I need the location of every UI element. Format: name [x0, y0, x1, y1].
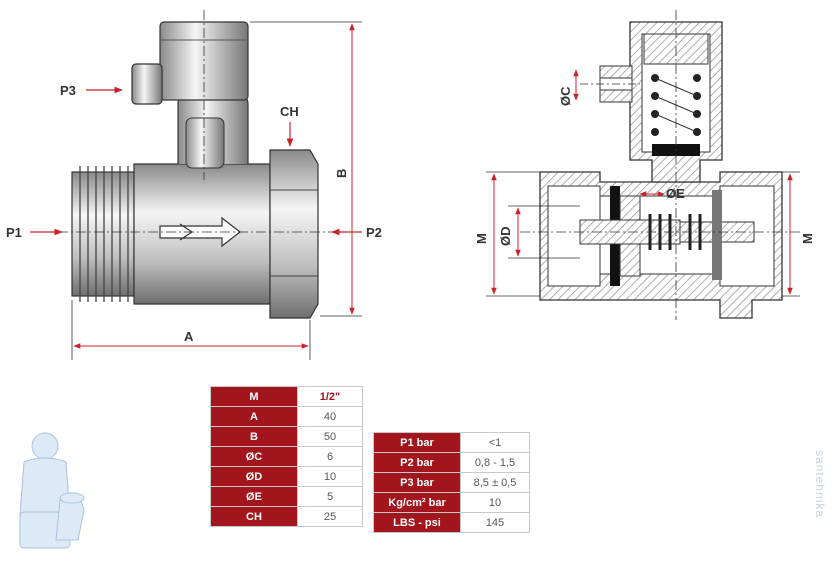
table-row: ØD 10 [210, 466, 363, 487]
external-view: P1 P2 P3 CH A B [6, 10, 382, 360]
table-row: P1 bar <1 [373, 432, 530, 453]
table-row: CH 25 [210, 506, 363, 527]
table-row: LBS - psi 145 [373, 512, 530, 533]
label-oc: ØC [558, 86, 573, 106]
row-value: <1 [460, 432, 530, 453]
table-header-label: M [210, 386, 298, 407]
row-value: 5 [297, 486, 363, 507]
row-value: 10 [297, 466, 363, 487]
row-value: 40 [297, 406, 363, 427]
row-value: 25 [297, 506, 363, 527]
table-row: Kg/cm² bar 10 [373, 492, 530, 513]
pressure-table: P1 bar <1 P2 bar 0,8 - 1,5 P3 bar 8,5 ± … [373, 432, 530, 533]
row-label: ØD [210, 466, 298, 487]
row-value: 145 [460, 512, 530, 533]
table-row: P3 bar 8,5 ± 0,5 [373, 472, 530, 493]
label-m-left: M [474, 233, 489, 244]
row-value: 6 [297, 446, 363, 467]
watermark-text: santehnika [813, 450, 827, 519]
row-label: B [210, 426, 298, 447]
row-label: P1 bar [373, 432, 461, 453]
label-p2: P2 [366, 225, 382, 240]
row-label: LBS - psi [373, 512, 461, 533]
section-view: M M ØD ØC ØE [474, 10, 815, 320]
row-label: P3 bar [373, 472, 461, 493]
row-label: P2 bar [373, 452, 461, 473]
row-label: ØC [210, 446, 298, 467]
label-ch: CH [280, 104, 299, 119]
table-row: ØE 5 [210, 486, 363, 507]
row-label: A [210, 406, 298, 427]
table-row: ØC 6 [210, 446, 363, 467]
table-row: M 1/2" [210, 386, 363, 407]
table-row: A 40 [210, 406, 363, 427]
row-value: 10 [460, 492, 530, 513]
label-od: ØD [498, 227, 513, 247]
label-oe: ØE [666, 186, 685, 201]
label-b: B [334, 169, 349, 178]
plumber-mascot-image [19, 432, 85, 549]
dimensions-table: M 1/2" A 40 B 50 ØC 6 ØD 10 ØE 5 CH 25 [210, 386, 363, 527]
row-label: Kg/cm² bar [373, 492, 461, 513]
label-p3: P3 [60, 83, 76, 98]
label-p1: P1 [6, 225, 22, 240]
row-value: 50 [297, 426, 363, 447]
row-value: 8,5 ± 0,5 [460, 472, 530, 493]
table-header-value: 1/2" [297, 386, 363, 407]
table-row: P2 bar 0,8 - 1,5 [373, 452, 530, 473]
label-m-right: M [800, 233, 815, 244]
row-label: CH [210, 506, 298, 527]
label-a: A [184, 329, 194, 344]
row-value: 0,8 - 1,5 [460, 452, 530, 473]
row-label: ØE [210, 486, 298, 507]
table-row: B 50 [210, 426, 363, 447]
